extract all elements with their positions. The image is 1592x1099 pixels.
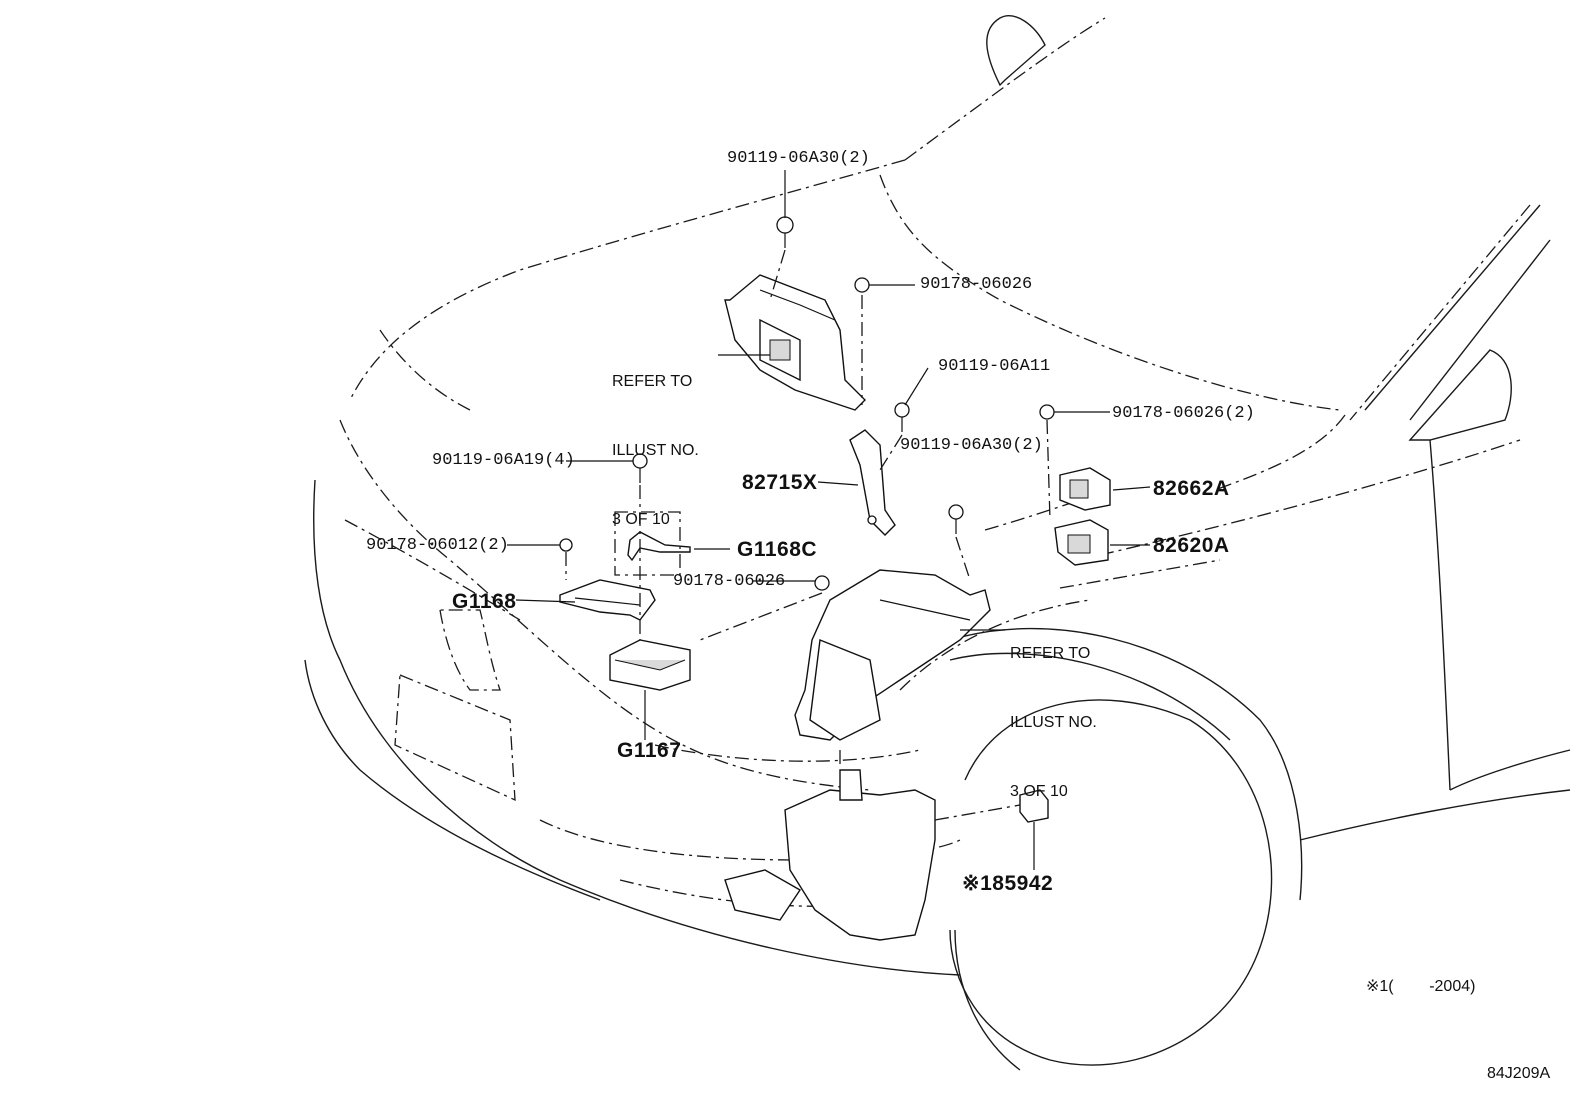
ecu-g1167 [609, 639, 691, 691]
refer-upper-line-3: 3 OF 10 [612, 511, 670, 528]
label-g1168c: G1168C [737, 538, 818, 561]
label-90178-06012: 90178-06012(2) [366, 536, 509, 555]
refer-upper-line-2: ILLUST NO. [612, 442, 699, 459]
refer-lower-line-3: 3 OF 10 [1010, 783, 1068, 800]
figure-code: 84J209A [1487, 1065, 1551, 1082]
label-82662a: 82662A [1153, 477, 1230, 500]
label-90178-06026-lower: 90178-06026 [673, 572, 786, 591]
refer-note-upper: REFER TO ILLUST NO. 3 OF 10 [612, 324, 699, 554]
label-90119-06a19: 90119-06A19(4) [432, 451, 575, 470]
label-leaders [507, 170, 1151, 870]
relay-82662a [1059, 467, 1111, 511]
bracket-g1168 [559, 579, 656, 621]
refer-note-lower: REFER TO ILLUST NO. 3 OF 10 [1010, 596, 1097, 826]
footnote: ※1( -2004) [1366, 978, 1476, 995]
label-90119-06a30-lower: 90119-06A30(2) [900, 436, 1043, 455]
bracket-82715x [849, 429, 896, 536]
sensor-85942 [1019, 789, 1049, 823]
label-g1168: G1168 [452, 590, 517, 613]
relay-block-upper [724, 274, 866, 411]
refer-lower-line-2: ILLUST NO. [1010, 714, 1097, 731]
label-82715x: 82715X [742, 471, 818, 494]
refer-lower-line-1: REFER TO [1010, 645, 1091, 662]
label-g1167: G1167 [617, 739, 682, 762]
washer-tank [724, 769, 936, 941]
bracket-g1168c [627, 531, 691, 562]
relay-82620a [1054, 519, 1109, 566]
label-85942: ※185942 [962, 872, 1054, 895]
refer-upper-line-1: REFER TO [612, 373, 693, 390]
label-82620a: 82620A [1153, 534, 1230, 557]
label-90119-06a11: 90119-06A11 [938, 357, 1051, 376]
bolts [559, 216, 1055, 591]
label-90178-06026-upper: 90178-06026 [920, 275, 1033, 294]
assembly-lines [565, 249, 1221, 821]
car-body-outline [304, 15, 1571, 1071]
label-90119-06a30-upper: 90119-06A30(2) [727, 149, 870, 168]
junction-box [794, 569, 991, 741]
label-90178-06026-2: 90178-06026(2) [1112, 404, 1255, 423]
